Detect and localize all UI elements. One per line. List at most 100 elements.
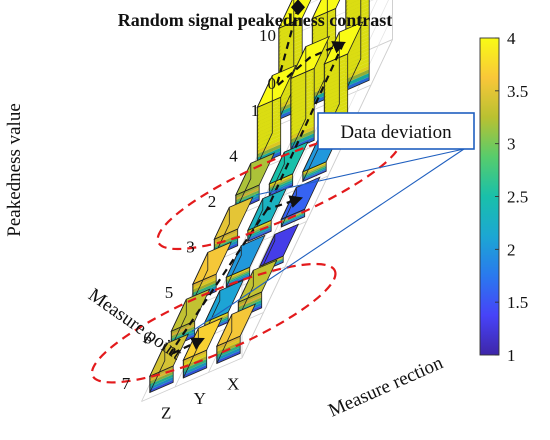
- colorbar-tick-label: 2: [507, 240, 516, 259]
- bar-7-X: [215, 303, 257, 365]
- bar-front-face: [235, 185, 260, 198]
- bar-front-face: [345, 39, 370, 54]
- bar-front-face: [216, 347, 241, 361]
- bar-side-outline: [216, 314, 233, 364]
- colorbar-tick-label: 2.5: [507, 188, 528, 207]
- bar-side-outline: [345, 0, 362, 91]
- bar-front-face: [345, 65, 370, 80]
- row-tick-label: 6: [143, 328, 152, 347]
- bar-front-face: [247, 229, 272, 242]
- bar-side-outline: [235, 163, 252, 211]
- bar-front-face: [345, 54, 370, 69]
- bar-front-face: [238, 294, 262, 308]
- bar-side-outline: [237, 270, 254, 319]
- bar-front-face: [312, 12, 336, 27]
- bar-front-face: [192, 277, 217, 290]
- bar-front-face: [269, 177, 293, 190]
- callout-leader: [191, 148, 465, 332]
- bar-front-face: [345, 43, 370, 58]
- bar-front-face: [235, 190, 260, 203]
- callout-leader: [256, 148, 465, 196]
- bar-front-face: [257, 111, 281, 126]
- colorbar-tick-label: 4: [507, 29, 516, 48]
- bar-front-face: [257, 144, 281, 158]
- wall-gridline: [291, 0, 374, 36]
- trend-arrow: [274, 7, 346, 90]
- bar-front-face: [278, 36, 303, 51]
- row-tick-label: 3: [186, 237, 195, 256]
- bar-front-face: [345, 76, 370, 91]
- bar-side-outline: [290, 46, 307, 151]
- bar-front-face: [216, 339, 241, 352]
- deviation-ellipse: [90, 262, 337, 384]
- floor-gridline: [270, 84, 372, 129]
- bar-front-face: [290, 100, 315, 115]
- bar-front-face: [290, 72, 315, 86]
- bar-front-face: [290, 115, 315, 129]
- bar-front-face: [257, 126, 281, 140]
- bar-front-face: [324, 75, 348, 90]
- bar-5-Y: [225, 234, 266, 288]
- bar-front-face: [345, 2, 370, 17]
- bar-front-face: [278, 58, 303, 73]
- bar-front-face: [312, 23, 336, 38]
- bar-front-face: [257, 100, 281, 115]
- bar-front-face: [302, 164, 327, 177]
- bar-front-face: [312, 16, 336, 30]
- bar-side-outline: [311, 0, 328, 106]
- bar-front-face: [345, 61, 370, 76]
- bar-side-outline: [213, 207, 230, 257]
- bar-side-outline: [182, 328, 199, 379]
- colorbar-tick-label: 1.5: [507, 293, 528, 312]
- row-tick-label: 7: [122, 374, 131, 393]
- colorbar: 11.522.533.54: [479, 29, 528, 365]
- bar-front-face: [183, 361, 207, 375]
- bar-front-face: [324, 89, 348, 104]
- bar-front-face: [302, 166, 327, 179]
- bar-front-face: [183, 350, 207, 364]
- bar-front-face: [290, 68, 315, 83]
- bar-front-face: [290, 129, 315, 144]
- bar-front-face: [290, 108, 315, 122]
- bar-front-face: [281, 213, 305, 225]
- row-tick-label: 1: [251, 101, 260, 120]
- callout-box: [317, 112, 475, 150]
- bar-front-face: [345, 0, 351, 2]
- bar-side-outline: [278, 0, 295, 120]
- bar-front-face: [324, 64, 348, 79]
- bar-front-face: [345, 50, 370, 65]
- chart-title: Random signal peakedness contrast: [118, 10, 393, 30]
- bar-front-face: [183, 359, 207, 373]
- bar-front-face: [345, 47, 370, 61]
- bar-front-face: [257, 115, 281, 129]
- bar-front-face: [192, 274, 217, 288]
- colorbar-tick-label: 3.5: [507, 82, 528, 101]
- bar-front-face: [257, 118, 281, 133]
- bar-front-face: [345, 10, 370, 24]
- bar-front-face: [302, 168, 327, 180]
- bar-front-face: [312, 8, 336, 23]
- bar-front-face: [257, 104, 281, 119]
- bar-front-face: [324, 71, 348, 86]
- row-tick-label: 2: [208, 192, 217, 211]
- bar-front-face: [324, 86, 348, 100]
- bar-front-face: [216, 344, 241, 358]
- bar-front-face: [290, 122, 315, 137]
- bar-front-face: [149, 376, 174, 390]
- bar-side-outline: [280, 187, 297, 228]
- bar-front-face: [324, 79, 348, 93]
- bar-front-face: [171, 328, 195, 342]
- z-tick-label: 10: [259, 26, 276, 45]
- row-tick-label: 5: [165, 283, 174, 302]
- bar-side-outline: [256, 75, 273, 166]
- bar-front-face: [312, 19, 336, 34]
- bar-front-face: [183, 364, 207, 378]
- bar-front-face: [278, 54, 303, 69]
- bar-side-outline: [192, 252, 209, 302]
- bar-front-face: [345, 0, 370, 13]
- bar-front-face: [235, 187, 260, 201]
- z-axis-label: Peakedness value: [4, 103, 25, 236]
- bar-front-face: [324, 97, 348, 111]
- callout-text: Data deviation: [340, 122, 452, 143]
- bar-front-face: [345, 73, 370, 87]
